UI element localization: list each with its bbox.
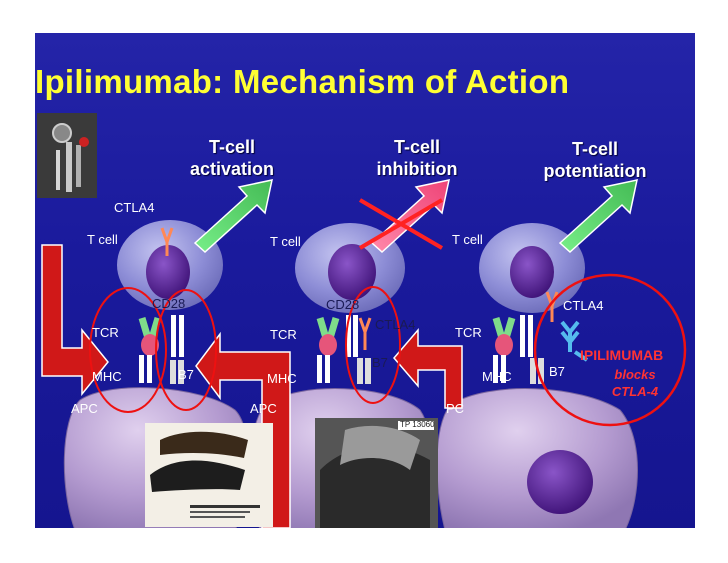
heading-inhibition: T-cell inhibition bbox=[365, 136, 469, 180]
ipilimumab-antibody bbox=[560, 320, 580, 352]
receptor-complex-1 bbox=[138, 227, 184, 384]
ipilimumab-line: blocks bbox=[614, 367, 656, 382]
receptor-complex-3 bbox=[492, 291, 589, 384]
apc-nucleus bbox=[527, 450, 593, 514]
label-tcell-2: T cell bbox=[270, 234, 301, 249]
highlight-ellipse-ctla4 bbox=[345, 286, 401, 404]
inhibition-arrow bbox=[358, 179, 450, 254]
label-apc-3: PC bbox=[446, 401, 465, 416]
highlight-ellipse-tcr bbox=[89, 287, 167, 413]
label-b7-3: B7 bbox=[549, 364, 565, 379]
slide-title: Ipilimumab: Mechanism of Action bbox=[35, 63, 570, 100]
heading-line: potentiation bbox=[543, 161, 647, 181]
label-tcell-3: T cell bbox=[452, 232, 483, 247]
red-arrow-left bbox=[41, 244, 109, 397]
label-cd28-1: CD28 bbox=[152, 296, 186, 311]
tcell-nucleus bbox=[328, 244, 376, 300]
apc-cell-3 bbox=[436, 388, 638, 528]
label-cd28-2: CD28 bbox=[326, 297, 360, 312]
label-ipilimumab-action: blocks CTLA-4 bbox=[600, 366, 670, 400]
label-tcr-3: TCR bbox=[455, 325, 482, 340]
label-apc-2: APC bbox=[250, 401, 277, 416]
tcell-nucleus bbox=[146, 245, 190, 299]
mechanism-diagram bbox=[37, 113, 687, 528]
label-mhc-1: MHC bbox=[92, 369, 122, 384]
heading-potentiation: T-cell potentiation bbox=[530, 138, 660, 182]
receptor-complex-2 bbox=[316, 315, 372, 384]
ctla4-receptor bbox=[160, 227, 174, 256]
highlight-ellipse-b7 bbox=[155, 289, 217, 411]
red-arrow-right bbox=[393, 327, 463, 409]
heading-line: T-cell bbox=[393, 137, 441, 157]
label-mhc-3: MHC bbox=[482, 369, 512, 384]
pedal-gas-photo bbox=[145, 423, 273, 527]
heading-line: T-cell bbox=[571, 139, 619, 159]
tcell-nucleus bbox=[510, 246, 554, 298]
heading-activation: T-cell activation bbox=[180, 136, 284, 180]
label-b7-2: B7 bbox=[372, 355, 388, 370]
ctla4-receptor bbox=[545, 291, 559, 322]
label-ipilimumab: IPILIMUMAB bbox=[580, 347, 664, 363]
label-tcr-2: TCR bbox=[270, 327, 297, 342]
slide bbox=[35, 33, 695, 528]
heading-line: T-cell bbox=[208, 137, 256, 157]
label-tcr-1: TCR bbox=[92, 325, 119, 340]
cross-line bbox=[358, 198, 444, 250]
label-mhc-2: MHC bbox=[267, 371, 297, 386]
label-tcell-1: T cell bbox=[87, 232, 118, 247]
label-b7-1: B7 bbox=[178, 367, 194, 382]
tcell-3 bbox=[479, 223, 585, 313]
label-ctla4: CTLA4 bbox=[114, 200, 155, 215]
pedal-brake-photo bbox=[315, 418, 438, 528]
activation-arrow bbox=[193, 179, 273, 254]
label-apc-1: APC bbox=[71, 401, 98, 416]
photo-caption: TP 13060 bbox=[400, 420, 435, 429]
ipilimumab-line: CTLA-4 bbox=[611, 384, 659, 399]
heading-line: inhibition bbox=[376, 159, 458, 179]
label-ctla4-3: CTLA4 bbox=[563, 298, 604, 313]
heading-line: activation bbox=[189, 159, 275, 179]
potentiation-arrow bbox=[558, 179, 638, 254]
label-ctla4-2: CTLA4 bbox=[375, 317, 416, 332]
car-keys-photo bbox=[37, 113, 97, 198]
highlight-circle-ipilimumab bbox=[533, 273, 687, 427]
